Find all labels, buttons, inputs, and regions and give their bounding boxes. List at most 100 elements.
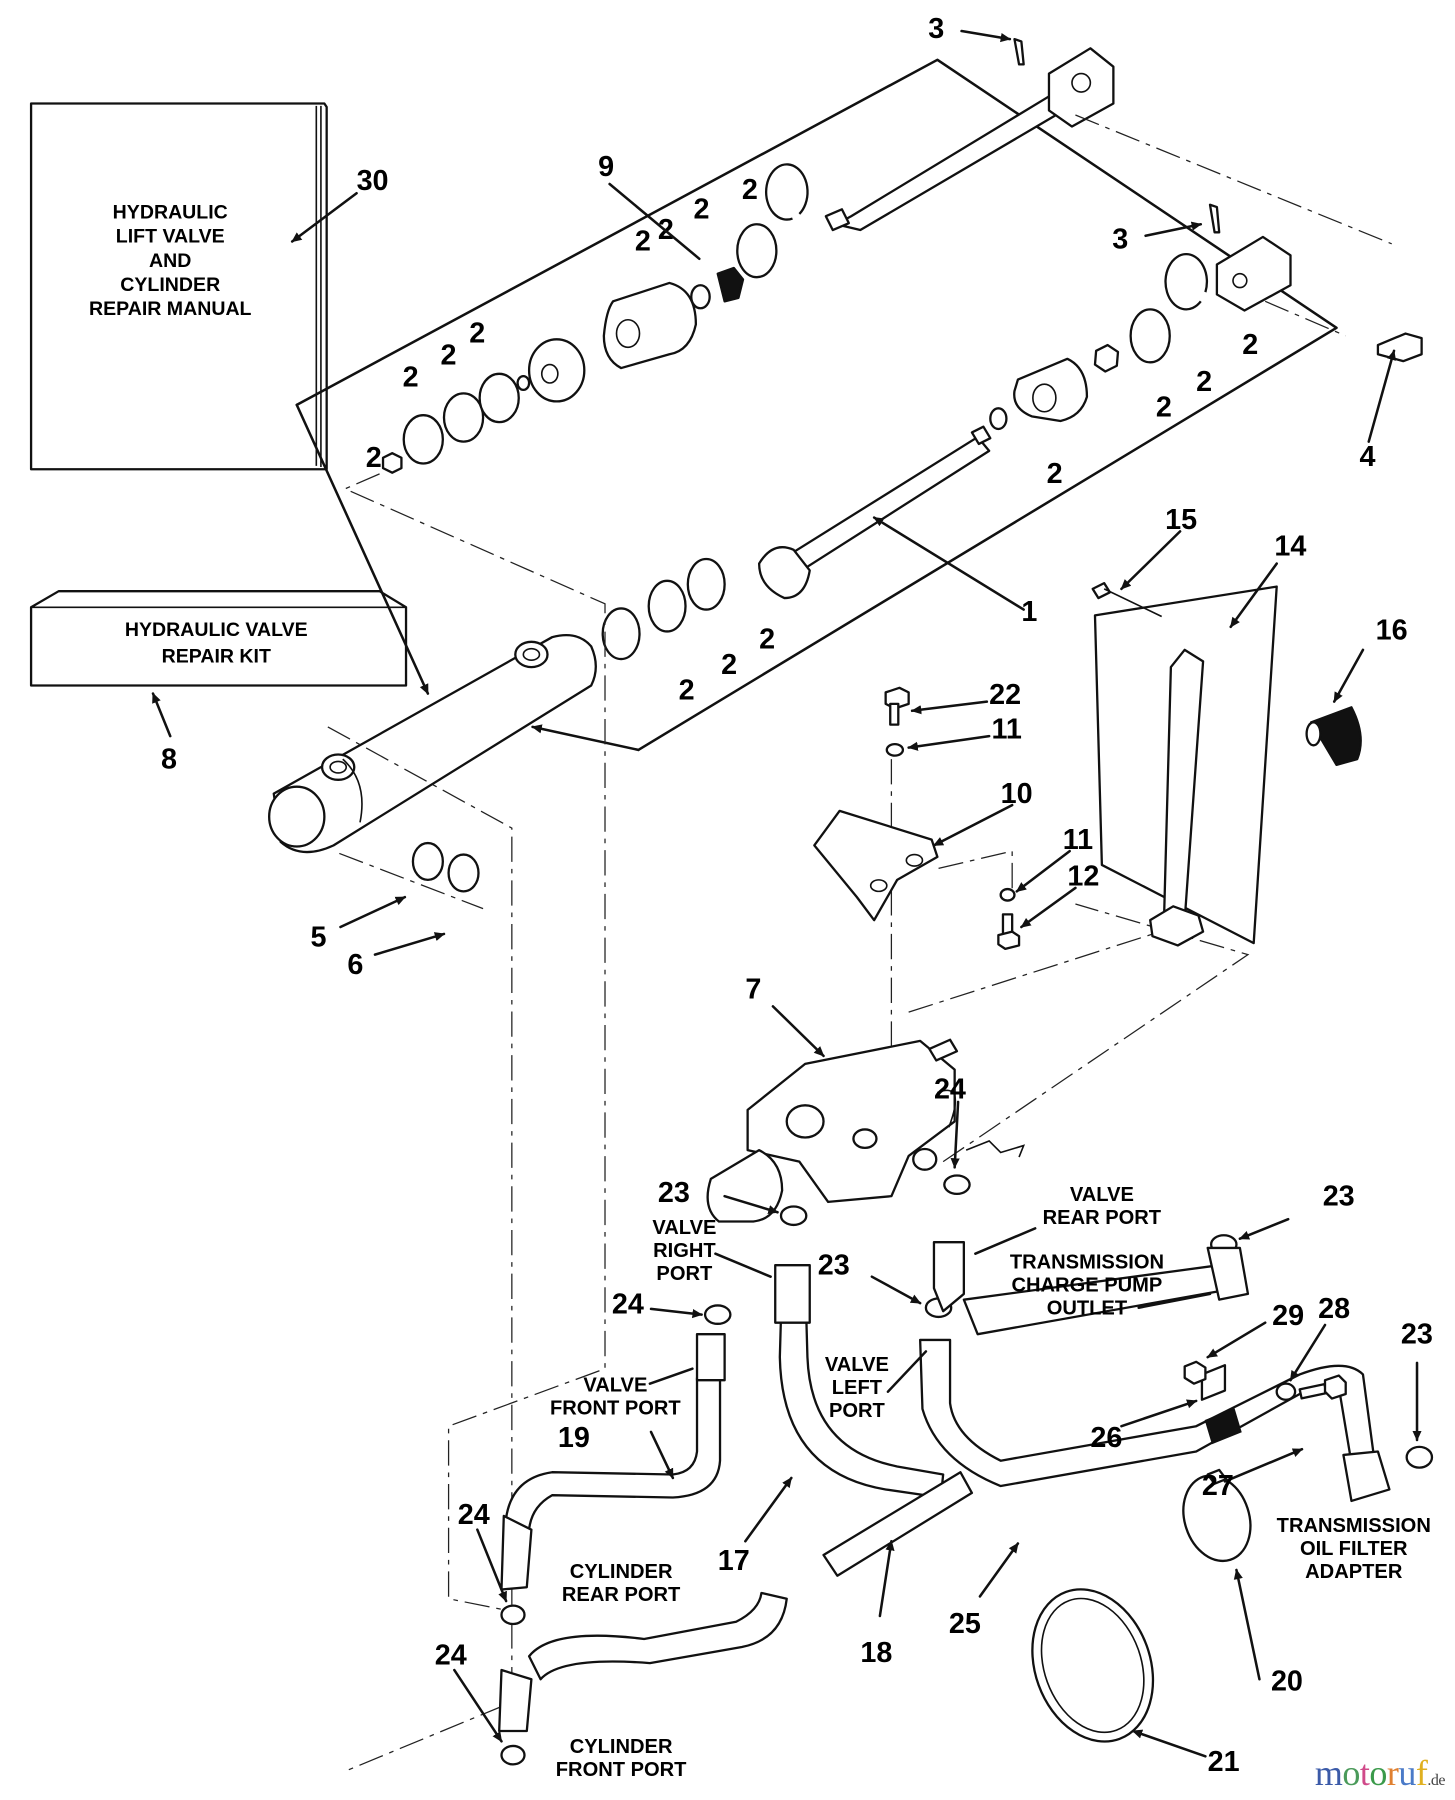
piston <box>602 163 809 370</box>
callout-27: 27 <box>1202 1470 1234 1502</box>
callout-25: 25 <box>949 1608 981 1640</box>
callout-3-top: 3 <box>928 13 944 45</box>
port-label-line: OIL FILTER <box>1300 1538 1408 1560</box>
callout-24: 24 <box>612 1288 644 1320</box>
lever-knob <box>1305 706 1362 767</box>
callout-12: 12 <box>1067 861 1099 893</box>
callout-24: 24 <box>934 1073 966 1105</box>
port-label-line: TRANSMISSION <box>1277 1515 1431 1537</box>
callout-23: 23 <box>818 1249 850 1281</box>
label-cylinder-rear-port: CYLINDER REAR PORT <box>562 1561 681 1606</box>
center-lines <box>327 114 1392 1772</box>
washer-11-top <box>885 743 905 757</box>
callout-2: 2 <box>1156 391 1172 423</box>
tube-19 <box>500 1333 726 1591</box>
manual-line-5: REPAIR MANUAL <box>89 298 252 320</box>
callout-3-mid: 3 <box>1112 223 1128 255</box>
kit-line-2: REPAIR KIT <box>162 645 271 667</box>
callout-16: 16 <box>1376 614 1408 646</box>
seal-rings-right <box>989 253 1209 431</box>
kit-line-1: HYDRAULIC VALVE <box>125 619 308 641</box>
callout-23: 23 <box>1323 1180 1355 1212</box>
label-valve-right-port: VALVE RIGHT PORT <box>652 1217 772 1285</box>
callout-2: 2 <box>679 674 695 706</box>
gasket-ring-21 <box>1031 1588 1155 1743</box>
tube-cylinder-front <box>498 1591 788 1733</box>
callout-2: 2 <box>1196 366 1212 398</box>
callout-11-low: 11 <box>1063 824 1093 856</box>
port-label-line: VALVE <box>825 1354 889 1376</box>
callouts-2: 2 2 2 2 2 2 2 2 2 2 2 2 2 2 2 <box>366 174 1258 706</box>
cotter-pin-mid <box>1208 203 1221 234</box>
callout-10: 10 <box>1001 778 1033 810</box>
control-valve <box>706 1038 1026 1223</box>
callout-29: 29 <box>1272 1300 1304 1332</box>
callout-4: 4 <box>1360 441 1376 473</box>
watermark-letter: t <box>1359 1753 1370 1793</box>
callout-2: 2 <box>721 649 737 681</box>
clamp-26 <box>1183 1360 1242 1445</box>
piston-rod-lower <box>757 425 992 600</box>
port-label-line: CYLINDER <box>570 1561 673 1583</box>
callout-2: 2 <box>759 624 775 656</box>
cotter-pin-top <box>1013 37 1025 66</box>
callout-17: 17 <box>718 1545 750 1577</box>
seal-kit-bracket <box>295 58 1338 752</box>
callout-18: 18 <box>860 1637 892 1669</box>
callout-24: 24 <box>458 1499 490 1531</box>
callout-24: 24 <box>435 1639 467 1671</box>
callout-2: 2 <box>1242 329 1258 361</box>
callout-19: 19 <box>558 1422 590 1454</box>
port-label-line: VALVE <box>583 1375 647 1397</box>
callout-2: 2 <box>441 340 457 372</box>
callout-15: 15 <box>1165 504 1197 536</box>
watermark-letter: m <box>1314 1753 1343 1793</box>
lever-panel <box>1091 581 1278 947</box>
callout-26: 26 <box>1090 1422 1122 1454</box>
port-label-line: PORT <box>829 1400 886 1422</box>
callout-2: 2 <box>403 361 419 393</box>
callout-1: 1 <box>1021 596 1037 628</box>
manual-line-3: AND <box>149 250 191 272</box>
watermark-letter: r <box>1386 1753 1399 1793</box>
repair-manual-book: HYDRAULIC LIFT VALVE AND CYLINDER REPAIR… <box>29 102 328 471</box>
piston-rod-upper <box>824 93 1066 232</box>
port-label-line: VALVE <box>652 1217 716 1239</box>
port-label-line: ADAPTER <box>1305 1561 1403 1583</box>
label-valve-rear-port: VALVE REAR PORT <box>974 1184 1162 1255</box>
callout-9: 9 <box>598 151 614 183</box>
port-label-line: PORT <box>656 1263 713 1285</box>
tube-25 <box>919 1338 1391 1503</box>
manual-line-1: HYDRAULIC <box>113 202 228 224</box>
callout-23: 23 <box>1401 1318 1433 1350</box>
watermark-tld: .de <box>1427 1772 1445 1789</box>
clevis-pin <box>1376 332 1423 363</box>
watermark-letter: o <box>1342 1753 1360 1793</box>
spacer-28 <box>1275 1382 1297 1401</box>
port-label-line: CHARGE PUMP <box>1012 1275 1163 1297</box>
o-rings <box>500 1174 1434 1766</box>
hose-clamp-20 <box>1182 1468 1252 1563</box>
port-label-line: FRONT PORT <box>556 1759 687 1781</box>
hose-18 <box>822 1471 974 1577</box>
callout-28: 28 <box>1318 1293 1350 1325</box>
callout-8: 8 <box>161 743 177 775</box>
label-valve-front-port: VALVE FRONT PORT <box>550 1367 694 1420</box>
port-label-line: VALVE <box>1070 1184 1134 1206</box>
manual-line-4: CYLINDER <box>120 274 220 296</box>
callout-30: 30 <box>357 165 389 197</box>
clevis-upper <box>1047 47 1115 128</box>
manual-line-2: LIFT VALVE <box>116 226 225 248</box>
port-label-line: REAR PORT <box>562 1584 681 1606</box>
callout-21: 21 <box>1208 1746 1240 1778</box>
bolt-12 <box>997 913 1021 951</box>
bolt-22 <box>884 686 910 726</box>
port-label-line: REAR PORT <box>1043 1207 1162 1229</box>
rod-seals <box>601 557 726 661</box>
hydraulic-cylinder <box>268 634 597 854</box>
callout-2: 2 <box>635 226 651 258</box>
bolt-27 <box>1298 1374 1347 1400</box>
callout-6: 6 <box>347 949 363 981</box>
callout-2: 2 <box>366 442 382 474</box>
